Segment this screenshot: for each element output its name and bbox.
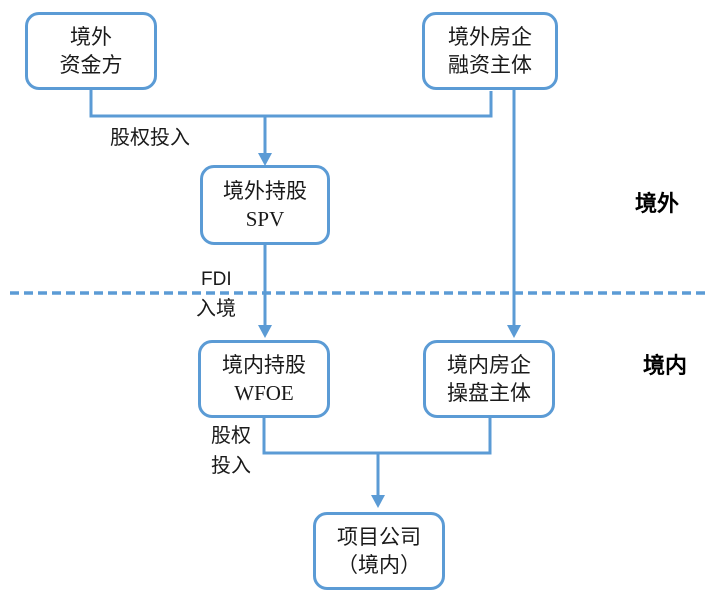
node-offshore-holding-spv: 境外持股 SPV bbox=[200, 165, 330, 245]
edge-label-entry-into-china: 入境 bbox=[196, 298, 236, 320]
node-onshore-developer-operating-entity: 境内房企 操盘主体 bbox=[423, 340, 555, 418]
edge-label-fdi: FDI bbox=[201, 269, 232, 290]
node-onshore-holding-wfoe: 境内持股 WFOE bbox=[198, 340, 330, 418]
arrowhead-operator bbox=[507, 325, 521, 338]
region-label-offshore: 境外 bbox=[635, 191, 680, 216]
edge-label-equity-investment-top: 股权投入 bbox=[110, 127, 190, 149]
node-offshore-developer-financing-entity: 境外房企 融资主体 bbox=[422, 12, 558, 90]
region-label-onshore: 境内 bbox=[643, 353, 688, 378]
node-project-company-onshore: 项目公司 （境内） bbox=[313, 512, 445, 590]
connector-funder-to-bus bbox=[89, 89, 493, 118]
arrowhead-project bbox=[371, 495, 385, 508]
node-offshore-capital-party: 境外 资金方 bbox=[25, 12, 157, 90]
connector-lower-bus bbox=[262, 417, 492, 455]
arrowhead-spv bbox=[258, 153, 272, 166]
edge-label-equity-investment-bottom: 股权 投入 bbox=[211, 425, 251, 477]
arrowhead-wfoe bbox=[258, 325, 272, 338]
